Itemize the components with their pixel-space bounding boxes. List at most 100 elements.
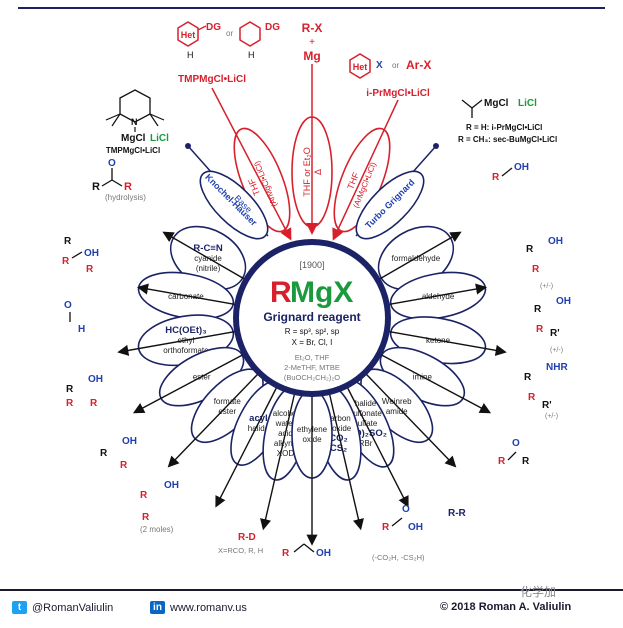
products: (hydrolysis) (+/-) (+/-) (+/-) (2 moles)… — [105, 193, 563, 562]
reaction-arrow-orthoformate — [117, 330, 236, 356]
top-petals: THF (ArMgCl•LiCl) THF or Et₂O Δ THF (ArM… — [211, 64, 399, 241]
structure-label: R — [124, 181, 132, 193]
structure-label: OH — [164, 480, 179, 491]
racemic-note-1: (+/-) — [540, 283, 553, 290]
structure-label: OH — [514, 162, 529, 173]
rx-mg-reactant: R-X + Mg — [302, 21, 323, 63]
petal-text: (RO)₂SO₂ — [344, 428, 387, 439]
rd-note: X=RCO, R, H — [218, 546, 263, 555]
arrow-layer — [117, 231, 507, 546]
reaction-arrow-acylhalide — [215, 387, 278, 508]
linkedin-link[interactable]: in www.romanv.us — [150, 601, 247, 614]
twitter-link[interactable]: t @RomanValiulin — [12, 601, 113, 614]
watermark: 化学加 — [520, 585, 557, 599]
structure-label: O — [512, 438, 520, 449]
reaction-arrow-carbonate — [136, 283, 236, 306]
solvent-2: 2-MeTHF, MTBE — [284, 363, 340, 372]
svg-text:MgCl: MgCl — [121, 133, 146, 144]
reaction-arrow-imine — [380, 354, 492, 414]
petal-text: amide — [386, 407, 408, 416]
solvent-3: (BuOCH₂CH₂)₂O — [284, 373, 340, 382]
structure-label: OH — [556, 296, 571, 307]
structure-label: OH — [548, 236, 563, 247]
structure-bond — [501, 167, 513, 177]
structure-label: NHR — [546, 362, 568, 373]
tmp-reagent-label: TMPMgCl•LiCl — [178, 74, 246, 85]
reaction-arrow-weinreb — [365, 373, 457, 468]
petal-text: (nitrile) — [196, 264, 221, 273]
h-label: H — [187, 50, 194, 60]
structure-bond — [293, 543, 305, 553]
twitter-icon: t — [12, 601, 27, 614]
structure-label: R — [142, 512, 150, 523]
arx-label: Ar-X — [406, 58, 431, 72]
het-x-reactant: Het X or Ar-X i-PrMgCl•LiCl — [349, 53, 431, 99]
center-hub: [1900] R MgX Grignard reagent R = sp³, s… — [233, 239, 391, 397]
structure-label: R — [92, 181, 100, 193]
rd-product: R-D — [238, 532, 256, 543]
petal-text: carbon — [326, 414, 350, 423]
structure-label: R — [526, 244, 534, 255]
petal-text: XOD — [277, 449, 295, 458]
structure-bond — [507, 451, 517, 461]
svg-text:LiCl: LiCl — [150, 133, 169, 144]
structure-label: R — [534, 304, 542, 315]
structure-label: R — [90, 398, 98, 409]
petal-text: R-C≡N — [193, 243, 222, 254]
reaction-arrow-co2 — [328, 393, 364, 531]
structure-label: R — [66, 398, 74, 409]
dg-label-2: DG — [265, 22, 280, 33]
structure-bond — [303, 543, 315, 553]
structure-label: OH — [122, 436, 137, 447]
structure-label: R — [62, 256, 70, 267]
het-dg-reactant: Het DG H or DG H TMPMgCl•LiCl — [177, 21, 280, 85]
structure-label: R' — [550, 328, 560, 339]
petal-text: ester — [218, 407, 236, 416]
reaction-arrow-halide — [346, 387, 409, 508]
reaction-arrow-ketone — [388, 330, 507, 356]
turbo-structure: MgCl LiCl R = H: i-PrMgCl•LiCl R = CH₃: … — [458, 98, 557, 144]
structure-bond — [71, 251, 83, 259]
petal-text: CS₂ — [330, 443, 347, 454]
structure-label: OH — [408, 522, 423, 533]
het-x-label: Het — [353, 62, 368, 72]
svg-text:R = H: i-PrMgCl•LiCl: R = H: i-PrMgCl•LiCl — [466, 123, 542, 132]
structure-label: O — [402, 504, 410, 515]
petal-text: acyl — [249, 413, 268, 424]
structure-bond — [111, 179, 123, 187]
structure-label: O — [64, 300, 72, 311]
structure-label: O — [108, 158, 116, 169]
ipr-reagent-label: i-PrMgCl•LiCl — [366, 88, 430, 99]
petal-text: alkyne — [274, 439, 298, 448]
structure-bond — [101, 179, 113, 187]
svg-text:N: N — [131, 117, 138, 127]
structure-label: R — [528, 392, 536, 403]
petal-text: orthoformate — [163, 346, 209, 355]
structure-label: R — [66, 384, 74, 395]
petal-text: CO₂ — [329, 433, 347, 444]
tmp-base-structure: N MgCl LiCl TMPMgCl•LiCl — [105, 89, 169, 155]
acid-note: (-CO₂H, -CS₂H) — [372, 553, 425, 562]
or-label-2: or — [392, 61, 399, 70]
structure-label: R — [498, 456, 506, 467]
racemic-note-2: (+/-) — [550, 347, 563, 354]
petal-text: alcohol — [273, 409, 299, 418]
year-label: [1900] — [299, 260, 324, 270]
svg-text:THF or Et₂O: THF or Et₂O — [302, 147, 312, 197]
linkedin-icon: in — [150, 601, 165, 614]
mg-label: Mg — [303, 49, 320, 63]
reaction-arrow-formate — [167, 373, 259, 468]
h-label-2: H — [248, 50, 255, 60]
structure-label: R — [382, 522, 390, 533]
rmgx-mgx: MgX — [290, 276, 353, 309]
solvent-1: Et₂O, THF — [295, 353, 330, 362]
structure-label: R — [522, 456, 530, 467]
racemic-note-3: (+/-) — [545, 413, 558, 420]
petal-text: halide — [248, 424, 270, 433]
petal-text: water — [275, 419, 296, 428]
het-label: Het — [181, 30, 196, 40]
structure-bond — [391, 517, 403, 527]
structure-label: H — [78, 324, 85, 335]
plus-label: + — [309, 37, 315, 48]
structure-label: R — [140, 490, 148, 501]
